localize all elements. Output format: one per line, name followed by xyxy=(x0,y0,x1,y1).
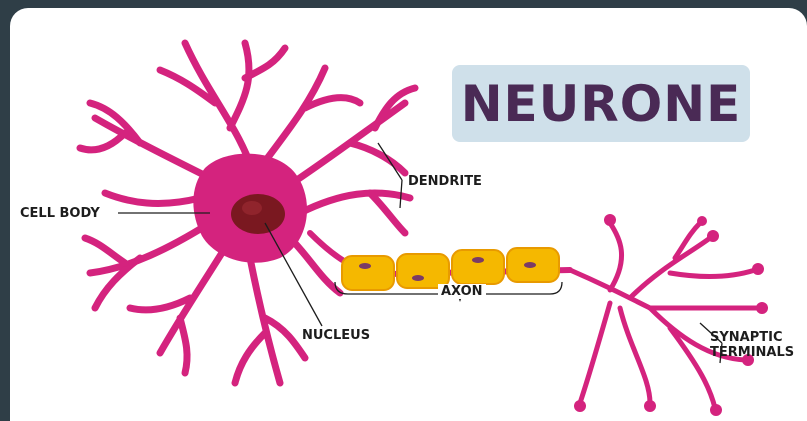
diagram-card: NEURONE CELL BODY DENDRITE NUCLEUS AXON … xyxy=(10,8,807,421)
label-cell-body: CELL BODY xyxy=(20,206,100,221)
diagram-title: NEURONE xyxy=(452,65,750,142)
label-axon: AXON xyxy=(438,284,486,299)
label-synaptic-line1: SYNAPTIC xyxy=(710,330,783,345)
label-synaptic-line2: TERMINALS xyxy=(710,345,794,360)
nucleus xyxy=(231,194,285,234)
terminal-knobs xyxy=(574,214,768,416)
synaptic-terminal-branches xyxy=(570,223,760,408)
label-dendrite: DENDRITE xyxy=(408,174,482,189)
title-box: NEURONE xyxy=(452,65,750,142)
label-nucleus: NUCLEUS xyxy=(302,328,370,343)
